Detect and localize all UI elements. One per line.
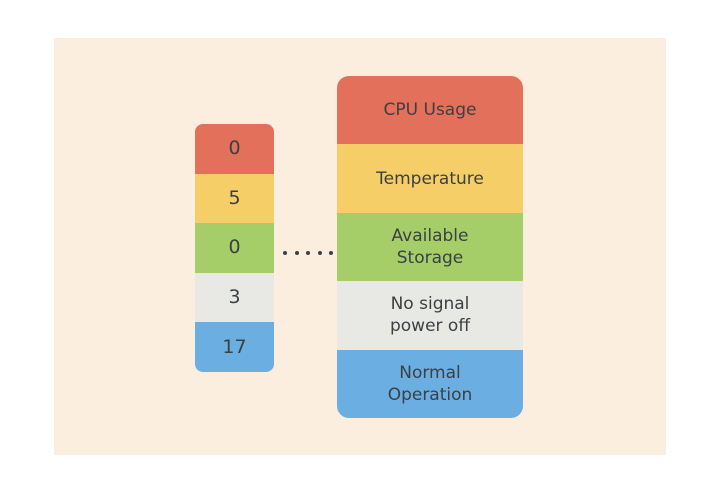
dotted-connector xyxy=(283,249,333,257)
label-panel: CPU Usage Temperature Available Storage … xyxy=(337,76,523,418)
connector-dot xyxy=(317,251,322,255)
label-cell-normal-operation[interactable]: Normal Operation xyxy=(337,349,523,418)
value-cell-temperature[interactable]: 5 xyxy=(195,173,274,224)
value-cell-available-storage[interactable]: 0 xyxy=(195,223,274,273)
label-cell-no-signal-power-off[interactable]: No signal power off xyxy=(337,281,523,350)
connector-dot xyxy=(329,251,333,255)
label-cell-available-storage[interactable]: Available Storage xyxy=(337,212,523,282)
value-cell-normal-operation[interactable]: 17 xyxy=(195,322,274,372)
connector-dot xyxy=(294,251,299,255)
value-cell-no-signal-power-off[interactable]: 3 xyxy=(195,272,274,323)
value-column: 0 5 0 3 17 xyxy=(195,124,274,372)
label-cell-temperature[interactable]: Temperature xyxy=(337,144,523,213)
value-cell-cpu-usage[interactable]: 0 xyxy=(195,124,274,174)
label-cell-cpu-usage[interactable]: CPU Usage xyxy=(337,76,523,145)
connector-dot xyxy=(306,251,310,255)
connector-dot xyxy=(283,251,287,255)
